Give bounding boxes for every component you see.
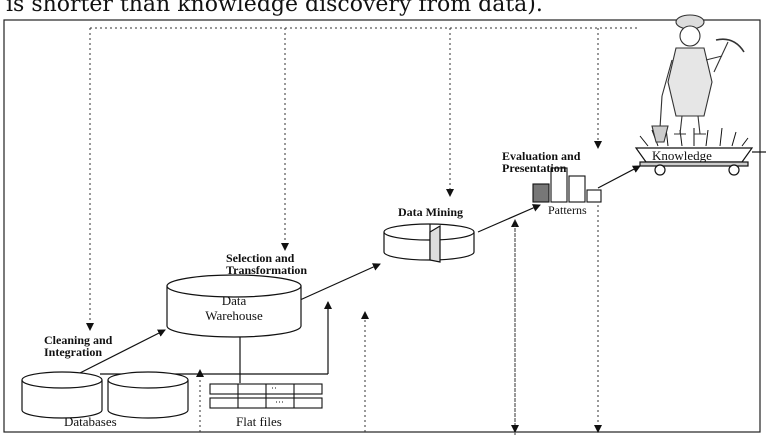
diagram-frame <box>4 20 760 432</box>
step-selection-2: Transformation <box>226 263 307 277</box>
patterns-label: Patterns <box>548 203 587 217</box>
miner-figure-icon <box>652 15 744 142</box>
databases-label: Databases <box>64 414 117 429</box>
warehouse-label-1: Data <box>222 293 247 308</box>
flat-files-label: Flat files <box>236 414 282 429</box>
step-mining: Data Mining <box>398 205 463 219</box>
flat-files-icon <box>210 384 322 408</box>
step-cleaning-2: Integration <box>44 345 102 359</box>
step-evaluation-2: Presentation <box>502 161 567 175</box>
databases-icon <box>22 372 188 418</box>
warehouse-label-2: Warehouse <box>205 308 263 323</box>
knowledge-label: Knowledge <box>652 148 712 163</box>
data-mining-icon <box>384 224 474 262</box>
